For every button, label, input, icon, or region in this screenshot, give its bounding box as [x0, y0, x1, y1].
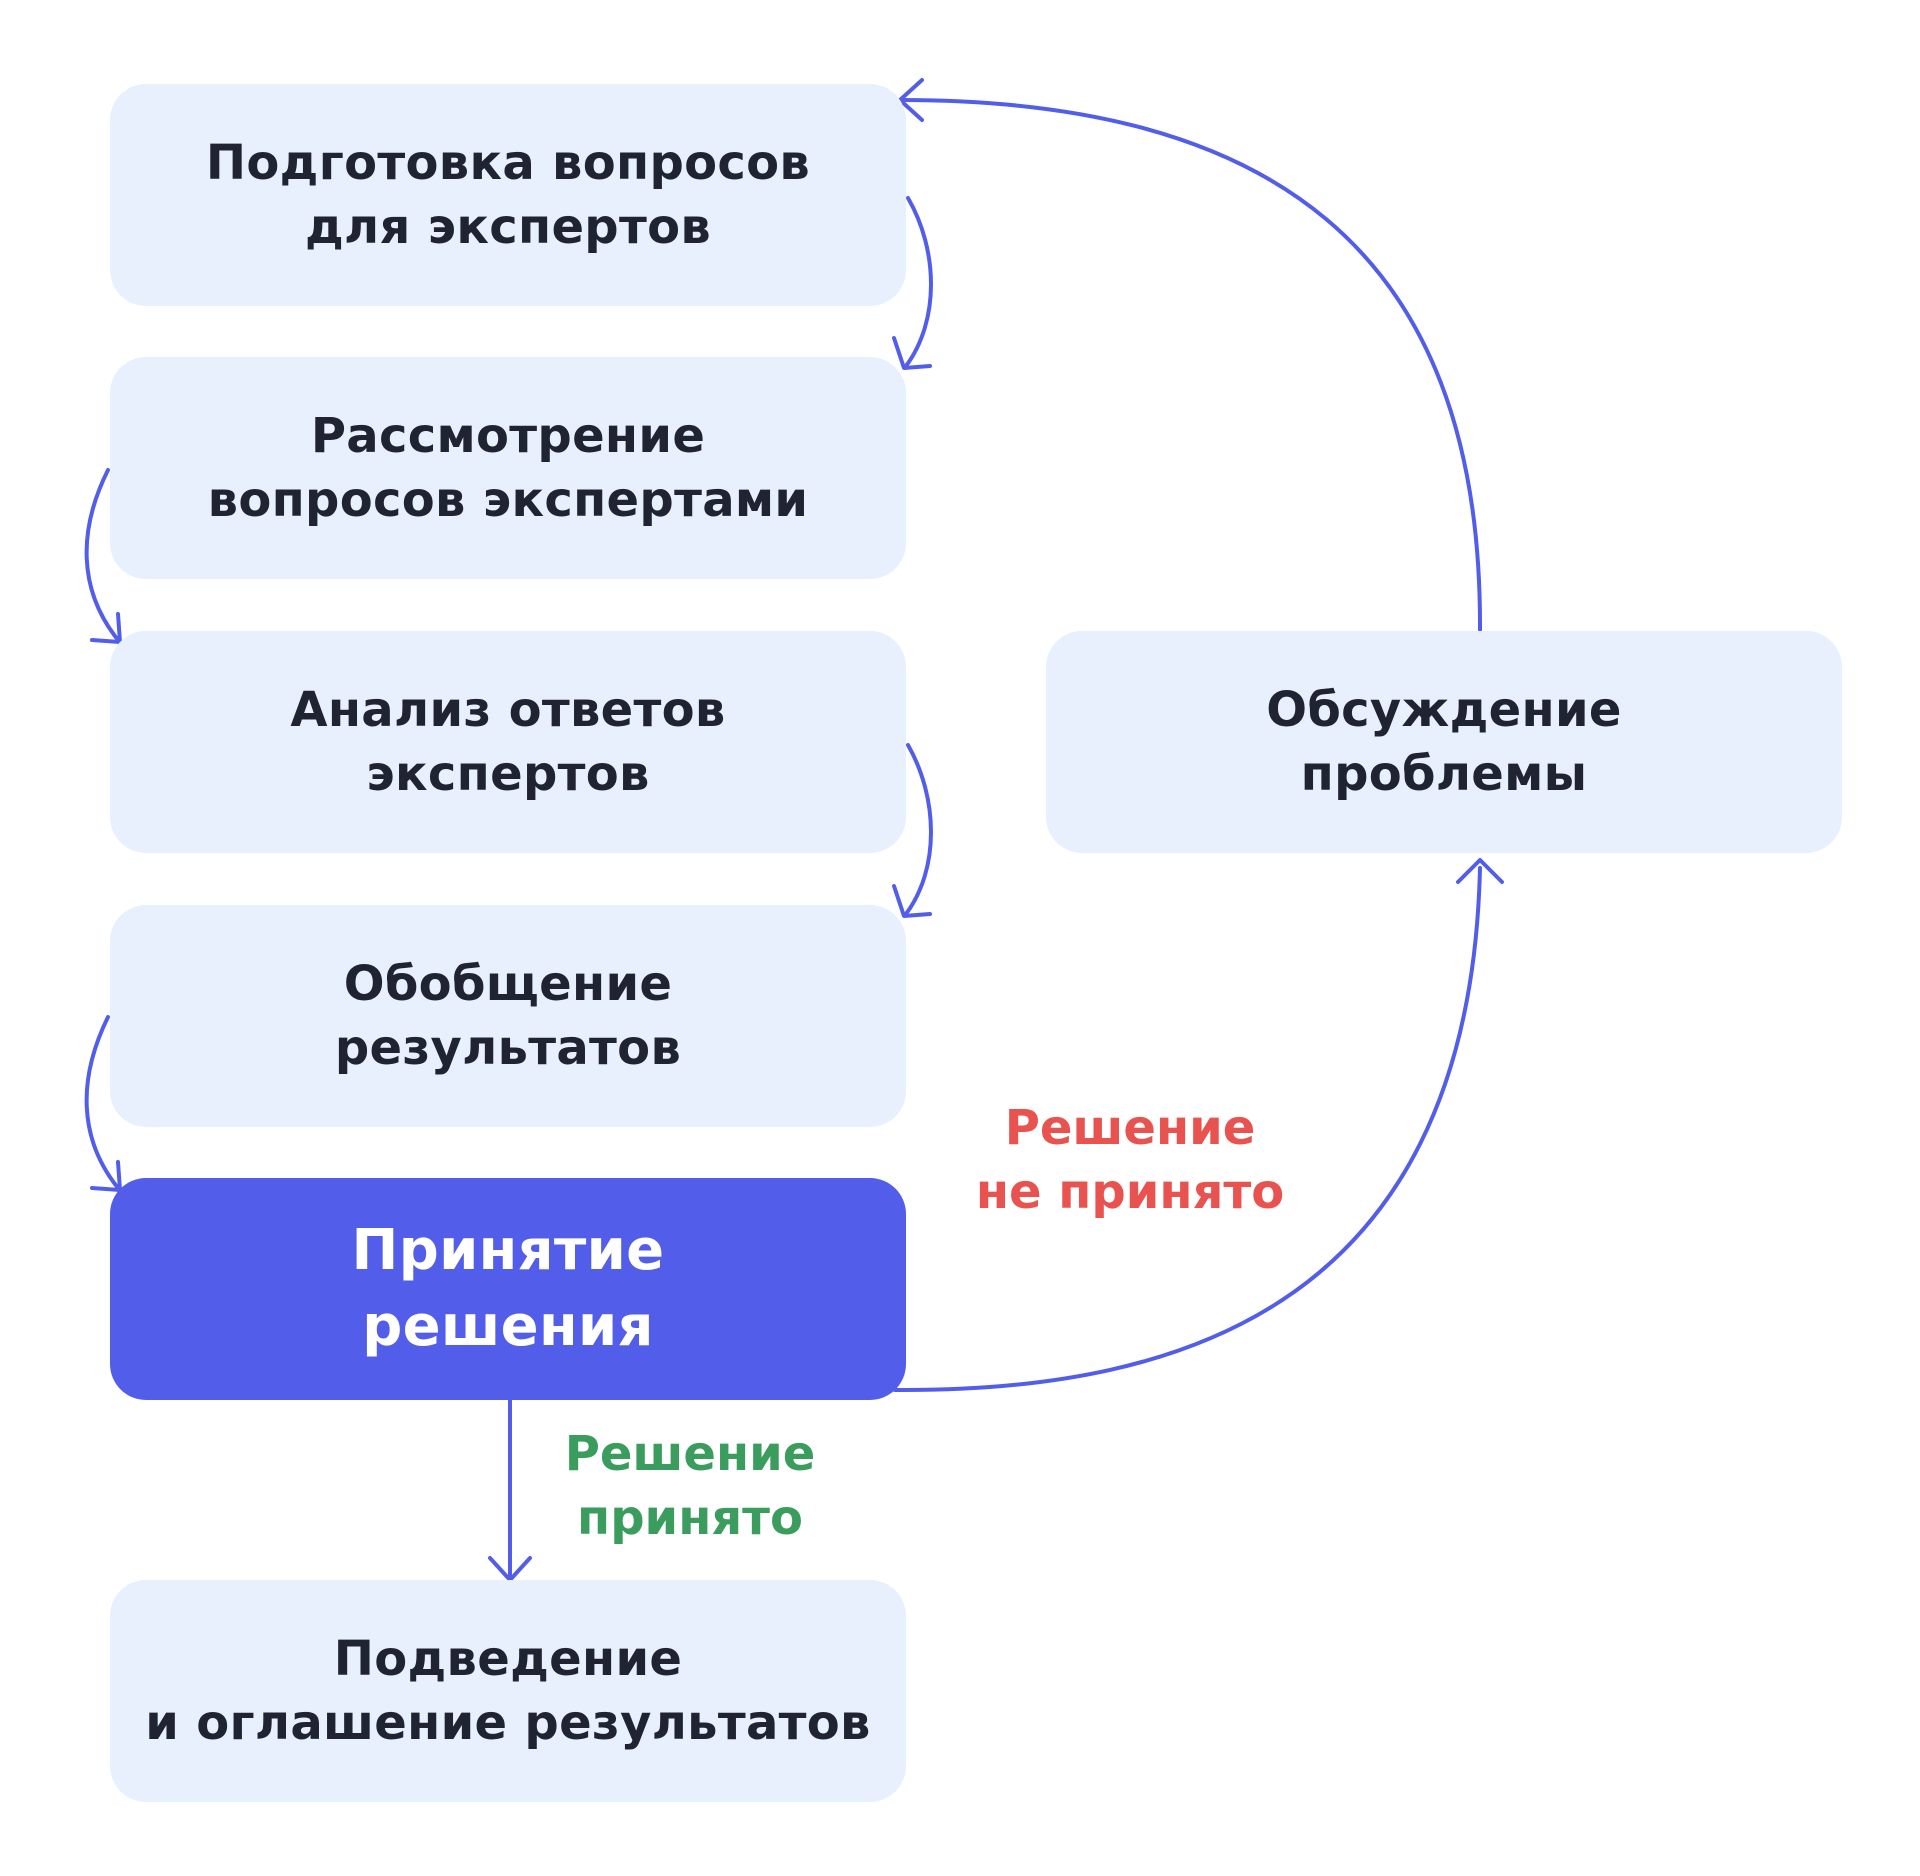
label-not-accepted-line-1: Решение: [1004, 1100, 1256, 1156]
step-review-line-1: Рассмотрение: [310, 408, 706, 464]
arrow-review-to-analysis: [84, 468, 120, 642]
step-review-line-2: вопросов экспертами: [207, 472, 809, 528]
step-analysis: Анализ ответов экспертов: [110, 631, 906, 853]
arrow-analysis-to-summary: [904, 743, 933, 916]
step-prepare-line-1: Подготовка вопросов: [205, 135, 811, 191]
arrow-discussion-to-prepare: [898, 98, 1483, 632]
arrow-decision-to-discussion: [893, 866, 1482, 1393]
step-prepare-questions: Подготовка вопросов для экспертов: [110, 84, 906, 306]
step-review-questions: Рассмотрение вопросов экспертами: [110, 357, 906, 579]
step-analysis-line-1: Анализ ответов: [290, 682, 726, 738]
step-prepare-line-2: для экспертов: [304, 199, 712, 255]
arrowhead-decision-to-discussion: [1456, 858, 1504, 884]
step-summary-line-2: результатов: [334, 1020, 682, 1076]
arrowhead-prepare-to-review: [892, 336, 932, 370]
step-summary: Обобщение результатов: [110, 905, 906, 1127]
step-decision: Принятие решения: [110, 1178, 906, 1400]
arrow-summary-to-decision: [84, 1015, 120, 1190]
step-final-line-1: Подведение: [333, 1631, 683, 1687]
step-discussion: Обсуждение проблемы: [1046, 631, 1842, 853]
step-decision-line-1: Принятие: [351, 1218, 665, 1283]
label-not-accepted-line-2: не принято: [975, 1164, 1285, 1220]
label-not-accepted: Решение не принято: [950, 1096, 1310, 1224]
step-final-line-2: и оглашение результатов: [145, 1695, 871, 1751]
step-summary-line-1: Обобщение: [343, 956, 673, 1012]
label-accepted-line-2: принято: [577, 1490, 803, 1546]
arrow-prepare-to-review: [904, 196, 933, 368]
label-accepted-line-1: Решение: [564, 1426, 816, 1482]
step-decision-line-2: решения: [362, 1294, 654, 1359]
step-discussion-line-2: проблемы: [1300, 746, 1588, 802]
arrowhead-analysis-to-summary: [892, 884, 932, 918]
step-final-results: Подведение и оглашение результатов: [110, 1580, 906, 1802]
step-discussion-line-1: Обсуждение: [1266, 682, 1622, 738]
label-accepted: Решение принято: [540, 1422, 840, 1550]
step-analysis-line-2: экспертов: [366, 746, 650, 802]
